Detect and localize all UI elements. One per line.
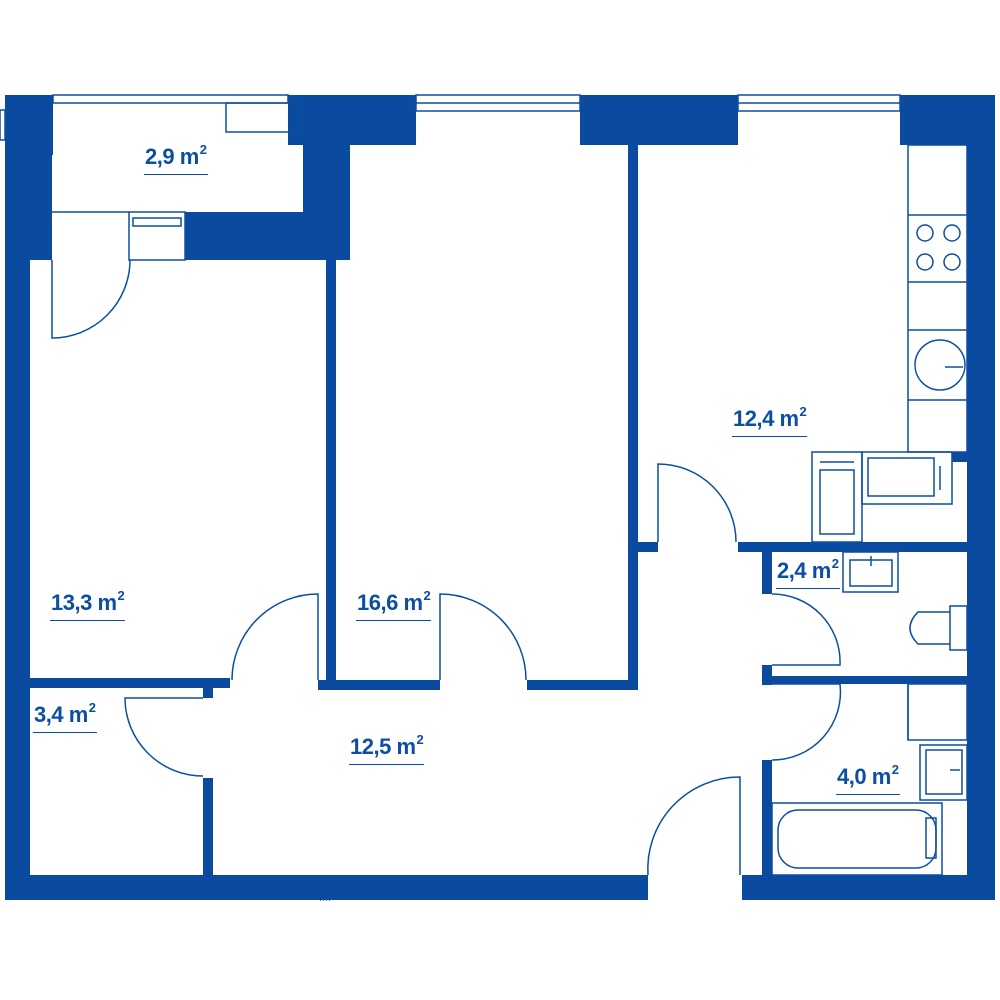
room-area-label-bathroom: 4,0 m2 [836, 762, 900, 795]
room-area-label-balcony: 2,9 m2 [144, 142, 208, 175]
room-area-label-kitchen: 12,4 m2 [732, 404, 808, 437]
room-area-label-closet: 3,4 m2 [33, 700, 97, 733]
room-area-label-bedroom-left: 13,3 m2 [50, 588, 126, 621]
walls [5, 95, 995, 900]
room-area-label-hall: 12,5 m2 [349, 732, 425, 765]
doors [51, 259, 842, 876]
room-area-label-wc: 2,4 m2 [776, 556, 840, 589]
room-area-label-bedroom-center: 16,6 m2 [356, 588, 432, 621]
interior-lines [52, 102, 968, 901]
windows [0, 94, 901, 261]
